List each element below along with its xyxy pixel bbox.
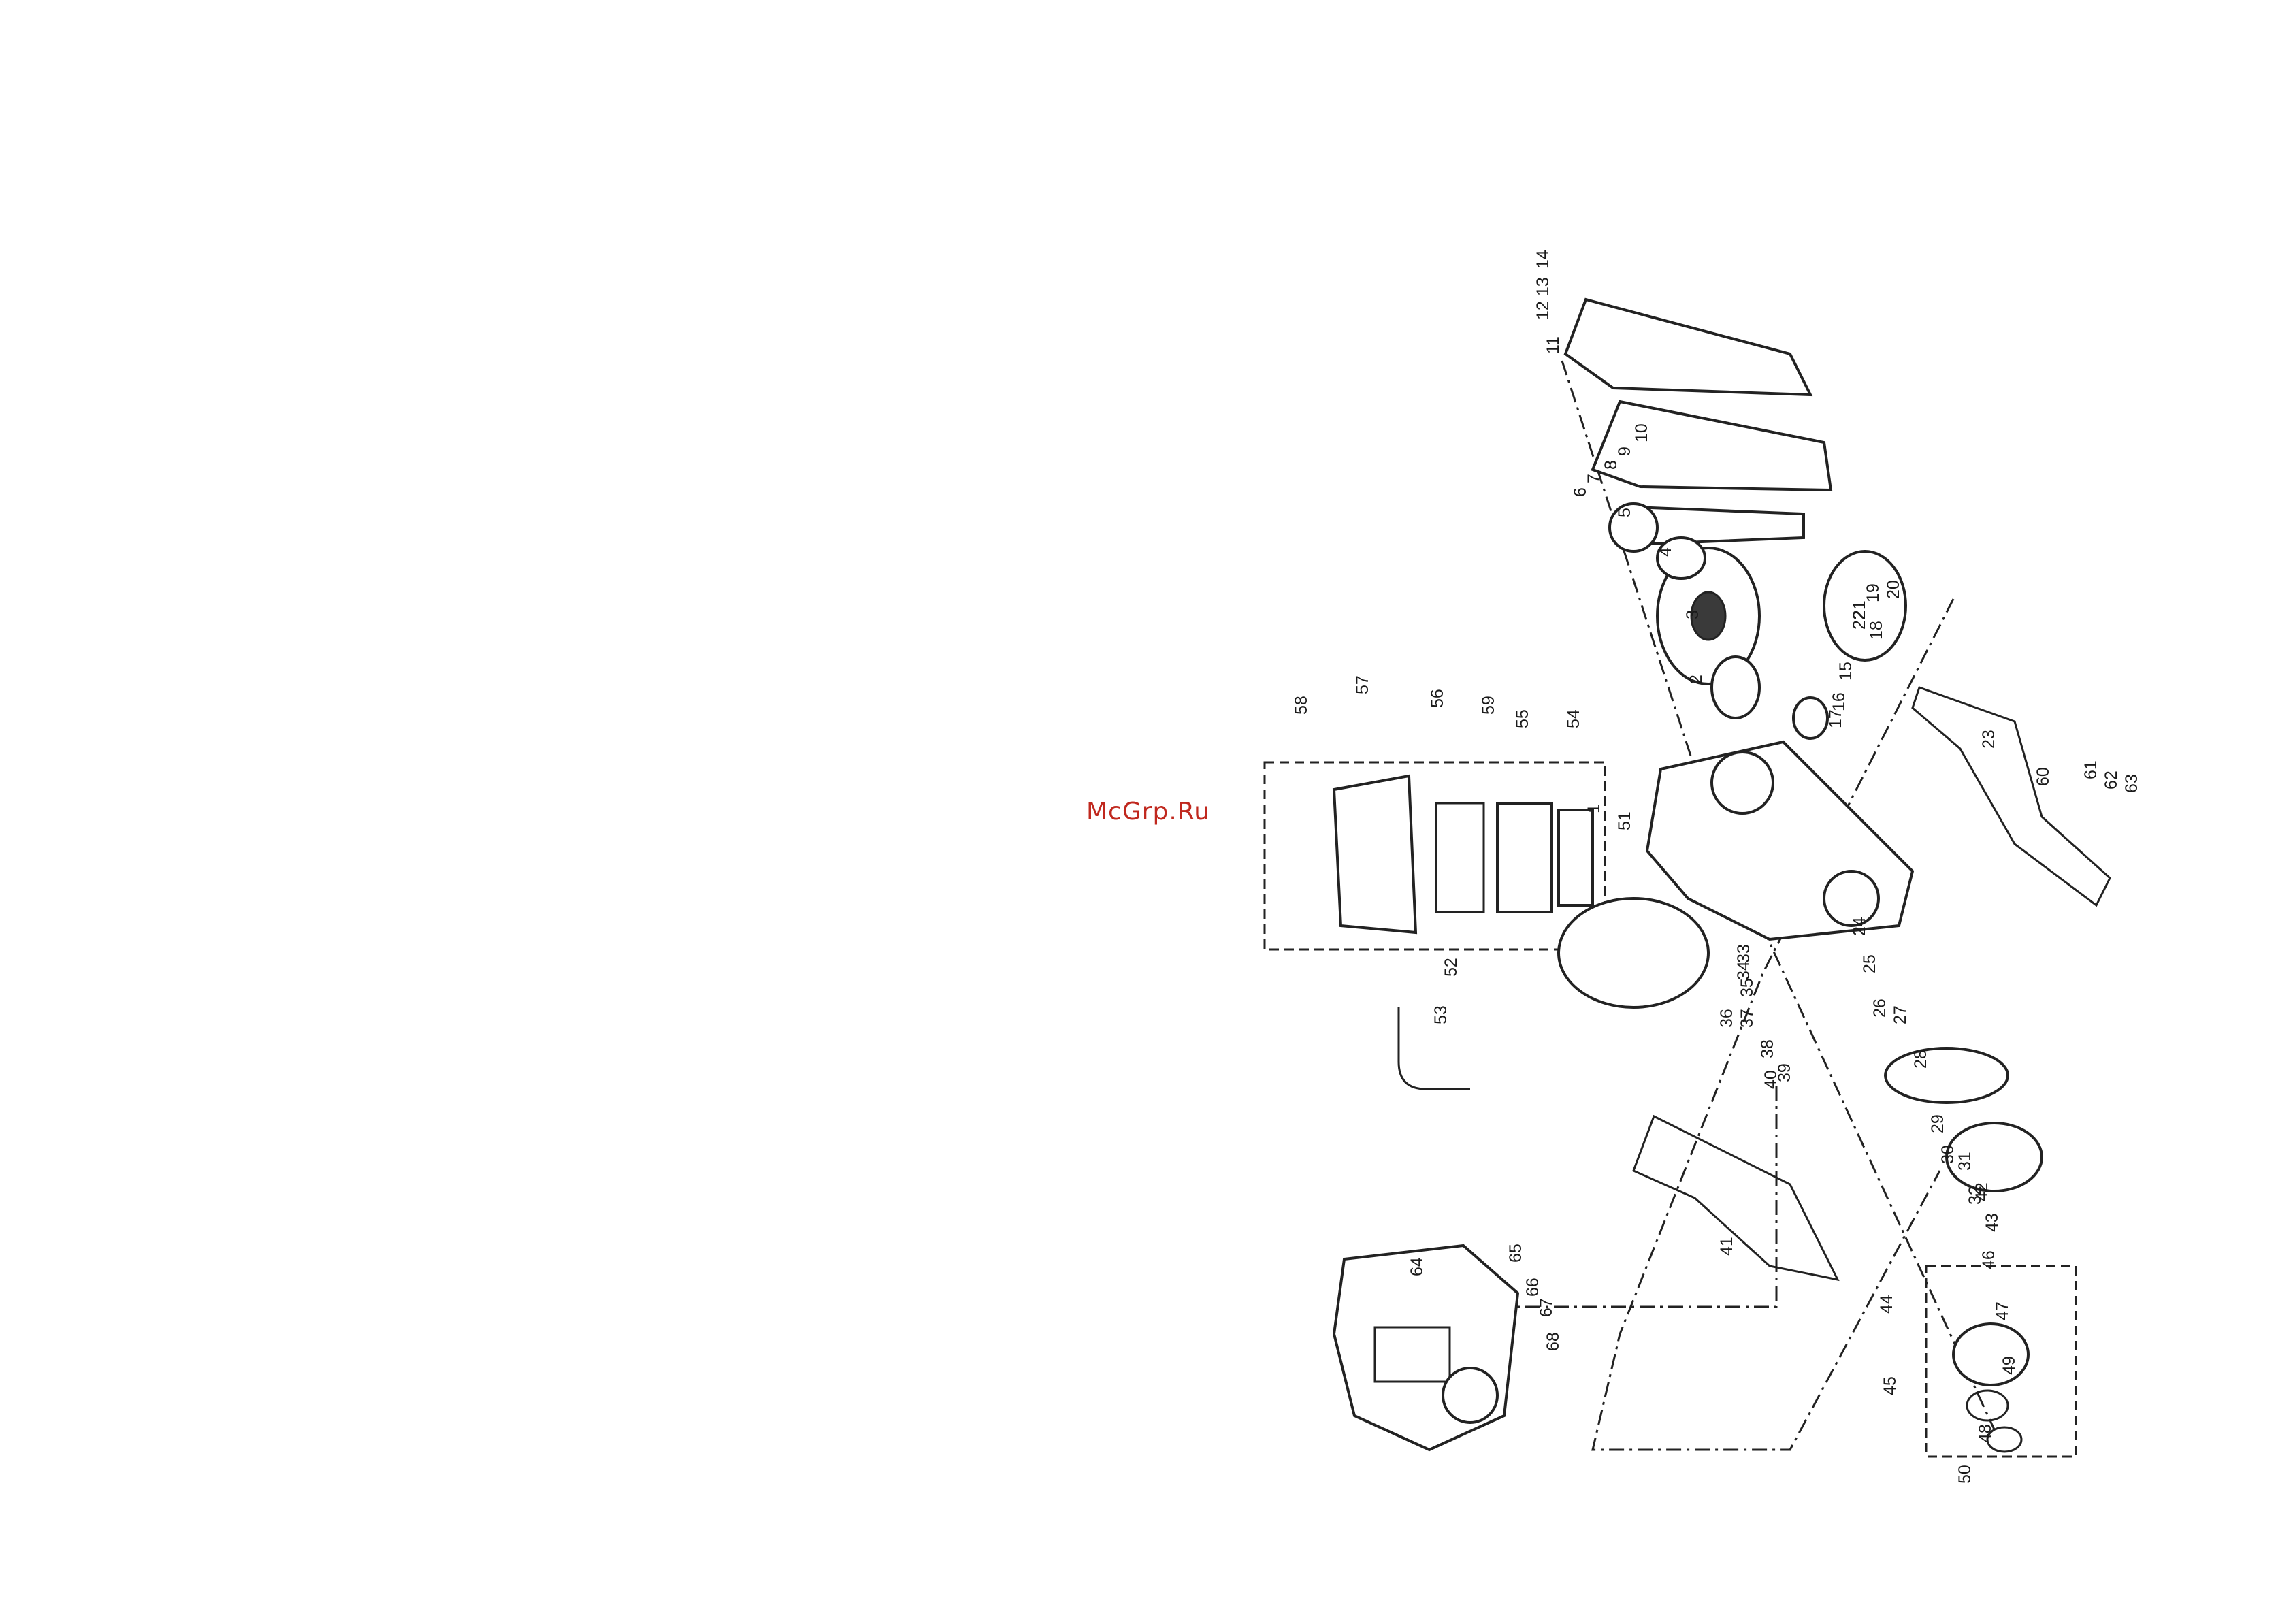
part-number-label-57: 57 <box>1353 675 1372 694</box>
part-number-label-63: 63 <box>2122 774 2141 793</box>
part-number-label-55: 55 <box>1513 709 1532 728</box>
part-number-label-9: 9 <box>1615 446 1634 456</box>
part-number-label-35: 35 <box>1738 978 1757 997</box>
part-number-label-64: 64 <box>1408 1257 1427 1276</box>
part-number-label-49: 49 <box>2000 1356 2019 1375</box>
part-number-label-41: 41 <box>1717 1237 1736 1256</box>
part-number-label-54: 54 <box>1564 709 1583 728</box>
part-number-label-56: 56 <box>1428 689 1447 708</box>
part-number-label-13: 13 <box>1533 277 1552 296</box>
part-number-label-27: 27 <box>1891 1005 1910 1024</box>
part-number-label-50: 50 <box>1955 1465 1974 1484</box>
air-filter-gasket <box>1436 803 1484 912</box>
part-number-label-19: 19 <box>1864 583 1883 602</box>
air-filter-cover <box>1334 776 1416 932</box>
air-filter-foam <box>1559 810 1593 905</box>
fuel-tank <box>1559 898 1708 1007</box>
part-number-label-36: 36 <box>1717 1009 1736 1028</box>
part-number-label-16: 16 <box>1829 692 1849 711</box>
connecting-rod <box>1633 507 1804 545</box>
clutch-shoe-assembly <box>1953 1324 2028 1385</box>
part-number-label-28: 28 <box>1911 1050 1930 1069</box>
part-number-label-26: 26 <box>1870 998 1889 1018</box>
support-bracket <box>1913 687 2110 905</box>
part-number-label-1: 1 <box>1584 804 1604 813</box>
part-number-label-12: 12 <box>1533 301 1552 320</box>
part-number-label-20: 20 <box>1884 580 1903 599</box>
part-number-label-65: 65 <box>1506 1244 1525 1263</box>
watermark-text: McGrp.Ru <box>1086 798 1210 826</box>
bearing-4 <box>1657 538 1705 579</box>
part-number-label-11: 11 <box>1544 336 1563 354</box>
part-number-label-23: 23 <box>1979 730 1998 749</box>
part-number-label-18: 18 <box>1867 621 1886 640</box>
part-number-label-58: 58 <box>1292 696 1311 715</box>
outer-cover-plate <box>1565 299 1810 395</box>
part-number-label-22: 22 <box>1850 611 1869 630</box>
part-number-label-33: 33 <box>1734 944 1753 963</box>
bearing-17 <box>1793 698 1827 738</box>
part-number-label-66: 66 <box>1523 1278 1542 1297</box>
engine-flange <box>1443 1368 1497 1423</box>
part-number-label-14: 14 <box>1533 250 1552 269</box>
part-number-label-24: 24 <box>1850 917 1869 936</box>
part-number-label-25: 25 <box>1860 954 1879 973</box>
clutch-plate <box>1885 1048 2008 1103</box>
part-number-label-42: 42 <box>1972 1182 1991 1201</box>
part-number-label-4: 4 <box>1656 547 1675 557</box>
part-number-label-47: 47 <box>1993 1301 2012 1320</box>
air-filter-element <box>1497 803 1552 912</box>
part-number-label-48: 48 <box>1976 1424 1995 1443</box>
part-number-label-10: 10 <box>1632 423 1651 442</box>
part-number-label-67: 67 <box>1537 1298 1556 1317</box>
part-number-label-15: 15 <box>1836 662 1855 681</box>
part-number-label-3: 3 <box>1683 610 1702 619</box>
part-number-label-38: 38 <box>1758 1039 1777 1058</box>
part-number-label-8: 8 <box>1601 460 1621 470</box>
part-number-label-59: 59 <box>1479 696 1498 715</box>
part-number-label-45: 45 <box>1881 1376 1900 1395</box>
part-number-label-7: 7 <box>1584 474 1604 483</box>
part-number-label-43: 43 <box>1983 1213 2002 1232</box>
part-number-label-17: 17 <box>1826 709 1845 728</box>
part-number-label-2: 2 <box>1687 675 1706 684</box>
part-number-label-60: 60 <box>2034 767 2053 786</box>
part-number-label-61: 61 <box>2081 760 2100 779</box>
part-number-label-68: 68 <box>1544 1332 1563 1351</box>
bearing-2 <box>1712 657 1759 718</box>
part-number-label-46: 46 <box>1979 1250 1998 1269</box>
part-number-label-31: 31 <box>1955 1152 1974 1171</box>
part-number-label-30: 30 <box>1938 1145 1957 1164</box>
inner-cover-gasket <box>1593 402 1831 490</box>
part-number-label-40: 40 <box>1761 1070 1780 1089</box>
part-number-label-53: 53 <box>1431 1005 1450 1024</box>
part-number-label-29: 29 <box>1928 1114 1947 1133</box>
crankcase-bore <box>1712 752 1773 813</box>
part-number-label-52: 52 <box>1442 958 1461 977</box>
air-filter-group-box <box>1265 762 1605 949</box>
clutch-spring <box>1967 1391 2008 1420</box>
part-number-label-37: 37 <box>1738 1009 1757 1028</box>
part-number-label-62: 62 <box>2102 770 2121 790</box>
part-number-label-5: 5 <box>1615 508 1634 517</box>
part-number-label-6: 6 <box>1571 487 1590 497</box>
part-number-label-34: 34 <box>1734 961 1753 980</box>
part-number-label-51: 51 <box>1615 811 1634 830</box>
part-number-label-44: 44 <box>1877 1295 1896 1314</box>
